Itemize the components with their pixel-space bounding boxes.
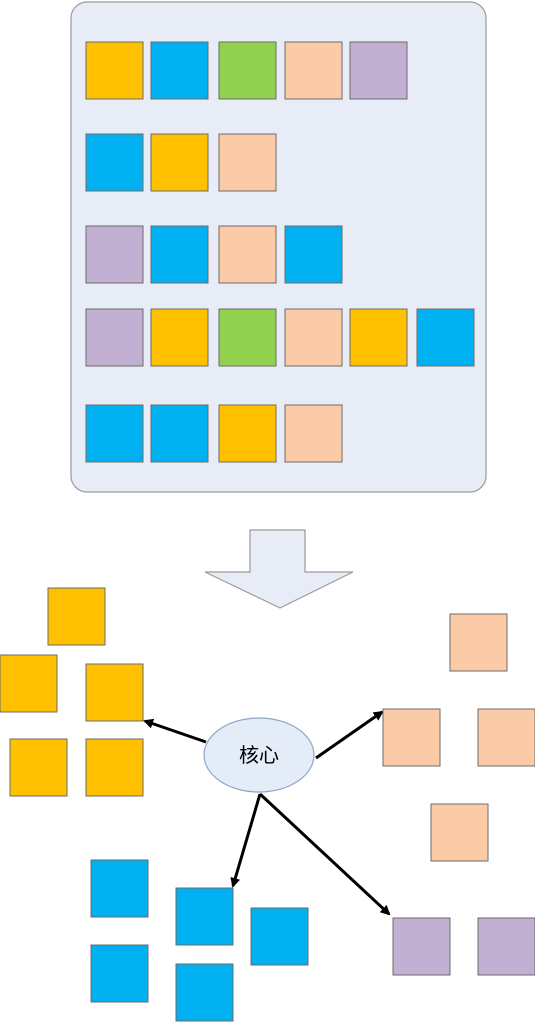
core-node: 核心 [203,717,315,793]
panel-square-blue [150,404,209,463]
cluster-square-peach [382,708,441,767]
panel-square-blue [416,308,475,367]
cluster-peach [382,613,535,862]
connector-arrows [143,710,391,916]
panel-square-green [218,41,277,100]
cluster-square-blue [90,944,149,1003]
squares-panel [70,1,487,493]
panel-square-yellow [349,308,408,367]
panel-square-yellow [85,41,144,100]
cluster-square-purple [392,917,451,976]
cluster-square-yellow [47,587,106,646]
core-ellipse [203,717,315,793]
panel-square-yellow [150,133,209,192]
panel-square-blue [85,404,144,463]
panel-square-blue [284,225,343,284]
panel-squares-group [85,41,475,463]
arrow-to-blue [230,793,262,888]
cluster-square-purple [477,917,535,976]
cluster-square-yellow [0,654,58,713]
arrow-to-purple [258,792,391,916]
panel-square-peach [284,404,343,463]
cluster-square-peach [477,708,535,767]
panel-square-green [218,308,277,367]
down-arrow-icon [204,529,354,609]
cluster-square-yellow [9,738,68,797]
panel-square-purple [85,308,144,367]
arrow-to-peach [315,710,384,760]
panel-square-yellow [150,308,209,367]
panel-square-purple [349,41,408,100]
panel-square-blue [85,133,144,192]
panel-square-yellow [218,404,277,463]
panel-square-peach [284,308,343,367]
panel-square-peach [284,41,343,100]
panel-square-purple [85,225,144,284]
cluster-purple [392,917,535,976]
arrow-to-yellow [143,718,207,744]
cluster-square-yellow [85,738,144,797]
cluster-yellow [0,587,144,797]
cluster-square-blue [90,859,149,918]
cluster-blue [90,859,309,1022]
panel-square-peach [218,225,277,284]
panel-square-blue [150,41,209,100]
cluster-square-peach [449,613,508,672]
panel-square-blue [150,225,209,284]
cluster-square-blue [250,907,309,966]
cluster-square-yellow [85,663,144,722]
cluster-square-blue [175,963,234,1022]
panel-square-peach [218,133,277,192]
core-label: 核心 [239,743,279,767]
cluster-square-peach [430,803,489,862]
cluster-square-blue [175,887,234,946]
